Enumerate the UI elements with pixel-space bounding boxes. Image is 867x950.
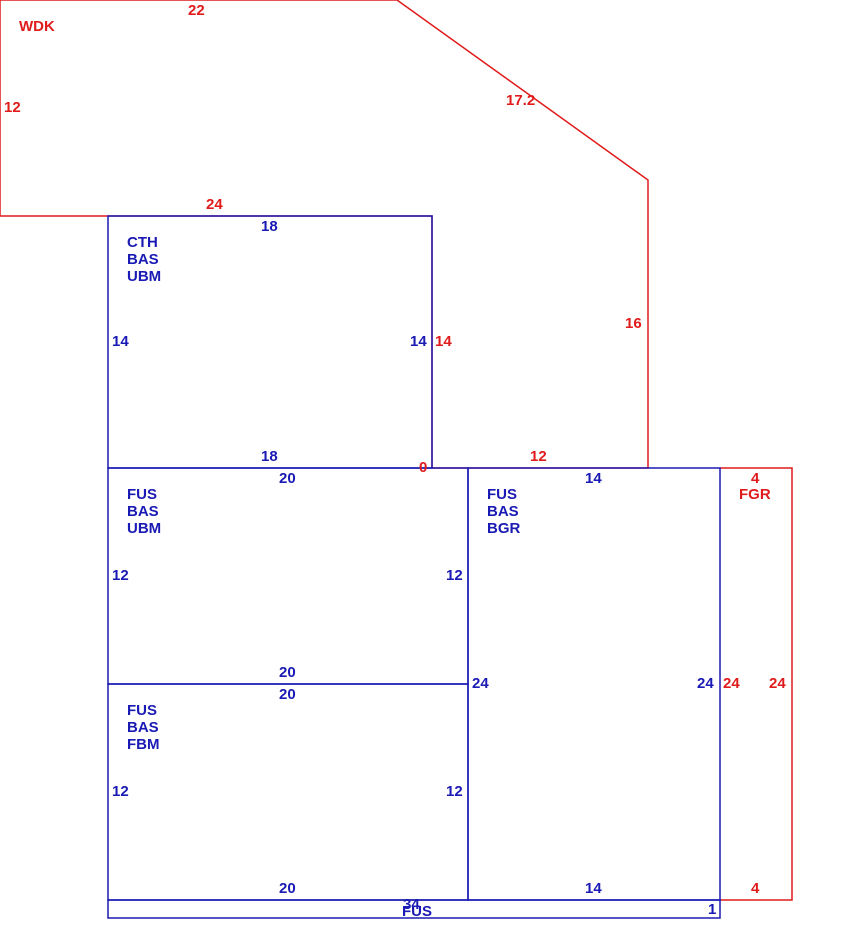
dimension-label: 20 [279,880,296,897]
fgr-outline [720,467,793,901]
dimension-label: 12 [112,783,129,800]
area-code-line: BGR [487,520,521,537]
dimension-label: 12 [112,567,129,584]
dimension-label: 12 [446,783,463,800]
dimension-label: 14 [435,333,452,350]
dimension-label: 4 [751,470,760,487]
dimension-label: 20 [279,664,296,681]
area-code-line: BAS [127,503,159,520]
area-label-fus-ubm: FUS BAS UBM [127,486,161,537]
dimension-label: 22 [188,2,205,19]
dimension-label: 20 [279,470,296,487]
area-code-line: BAS [127,719,159,736]
dimension-label: 20 [279,686,296,703]
area-code-line: FUS [487,486,517,503]
area-code-line: BAS [487,503,519,520]
dimension-label: 14 [410,333,427,350]
area-label-cth: CTH BAS UBM [127,234,161,285]
dimension-label: 4 [751,880,760,897]
dimension-label: 24 [697,675,714,692]
area-code-line: CTH [127,234,158,251]
dimension-label: 18 [261,448,278,465]
fus-ubm-outline [107,467,469,685]
dimension-label: 24 [206,196,223,213]
dimension-label: 24 [769,675,786,692]
area-code-fgr: FGR [739,486,771,503]
dimension-label: 12 [530,448,547,465]
dimension-label: 17.2 [506,92,536,109]
fus-fbm-outline [107,683,469,901]
dimension-label: 34 [403,896,420,913]
dimension-label: 14 [585,880,602,897]
area-code-fus-strip: FUS [402,903,432,920]
area-code-line: BAS [127,251,159,268]
area-label-fus-bgr: FUS BAS BGR [487,486,520,537]
dimension-label: 16 [625,315,642,332]
area-code-line: UBM [127,520,162,537]
dimension-label: 12 [446,567,463,584]
dimension-label: 14 [112,333,129,350]
dimension-label: 0 [419,459,428,476]
fus-strip-outline [107,899,721,919]
area-label-fus-fbm: FUS BAS FBM [127,702,160,753]
area-code-wdk: WDK [19,18,55,35]
wdk-outline [0,0,649,469]
area-code-line: FBM [127,736,160,753]
dimension-label: 1 [708,901,717,918]
dimension-label: 18 [261,218,278,235]
area-code-line: FUS [127,702,157,719]
dimension-label: 14 [585,470,602,487]
area-code-line: FUS [127,486,157,503]
dimension-label: 24 [723,675,740,692]
area-code-line: UBM [127,268,162,285]
dimension-label: 24 [472,675,489,692]
dimension-label: 12 [4,99,21,116]
